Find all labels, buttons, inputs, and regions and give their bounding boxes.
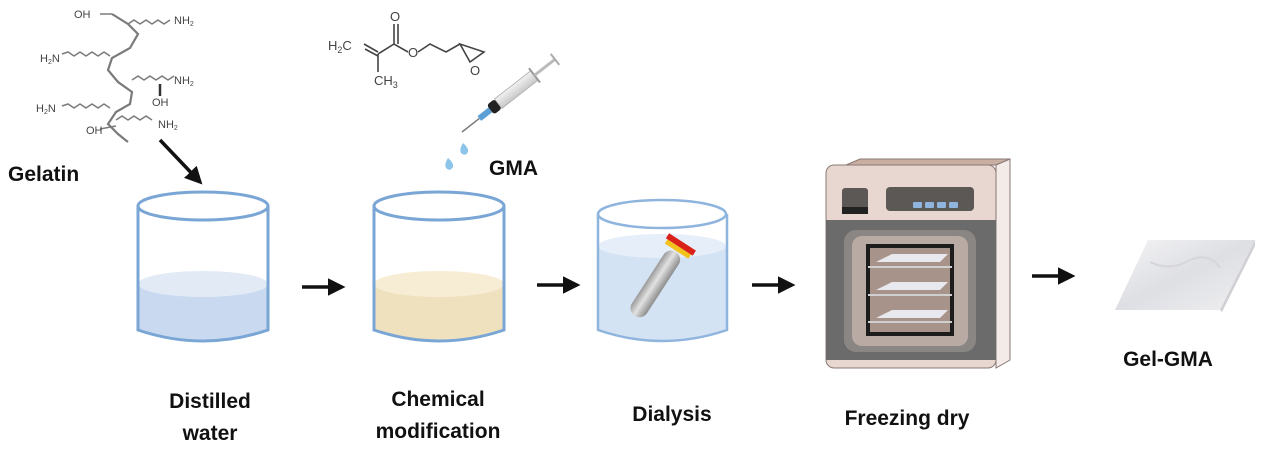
- gel-gma-sheet-icon: [1115, 240, 1255, 312]
- syringe-icon: [461, 53, 561, 133]
- step-label-gel-gma: Gel-GMA: [1123, 348, 1213, 371]
- oh-group-3: OH: [86, 125, 103, 137]
- nh2-group-2: NH2: [174, 75, 194, 88]
- gelatin-arrow: [158, 138, 203, 185]
- oh-group-2: OH: [152, 97, 169, 109]
- step-label-freezing-dry: Freezing dry: [845, 407, 970, 430]
- gelatin-side-chain: [127, 19, 171, 25]
- gelatin-side-chain: [61, 103, 111, 109]
- carbonyl-oxygen: O: [390, 9, 400, 24]
- oh-group-1: OH: [74, 9, 91, 21]
- step-label-chemical-modification-1: Chemical: [391, 388, 484, 411]
- gelatin-backbone: [106, 13, 140, 143]
- dialysis-tube-icon: [630, 233, 696, 318]
- ester-oxygen: O: [408, 45, 418, 60]
- gelatin-labels: OH NH2 H2N NH2 OH H2N OH NH2: [36, 9, 194, 137]
- h2n-group-2: H2N: [36, 103, 56, 116]
- gelatin-side-chain: [131, 75, 175, 81]
- step-label-dialysis: Dialysis: [632, 403, 711, 426]
- gelatin-side-chain: [115, 115, 153, 121]
- h2n-group-1: H2N: [40, 53, 60, 66]
- gma-labels: H2C CH3 O O O: [328, 9, 480, 90]
- gma-label: GMA: [489, 157, 538, 180]
- h2c-group: H2C: [328, 38, 352, 55]
- gelatin-side-chain: [61, 51, 111, 57]
- droplet-icon: [445, 143, 469, 170]
- step-label-distilled-water-2: water: [182, 422, 238, 445]
- step-label-chemical-modification-2: modification: [376, 420, 501, 443]
- gelatin-label: Gelatin: [8, 163, 79, 186]
- beaker-dialysis: [596, 198, 729, 343]
- ch3-group: CH3: [374, 73, 398, 90]
- nh2-group-1: NH2: [174, 15, 194, 28]
- epoxide-oxygen: O: [470, 63, 480, 78]
- beaker-chemical-modification: [372, 190, 506, 343]
- gma-structure: [363, 24, 486, 72]
- nh2-group-3: NH2: [158, 119, 178, 132]
- step-label-distilled-water-1: Distilled: [169, 390, 251, 413]
- beaker-distilled-water: [136, 190, 270, 343]
- freeze-dryer-icon: [825, 158, 1011, 369]
- gelatin-structure: [61, 13, 175, 143]
